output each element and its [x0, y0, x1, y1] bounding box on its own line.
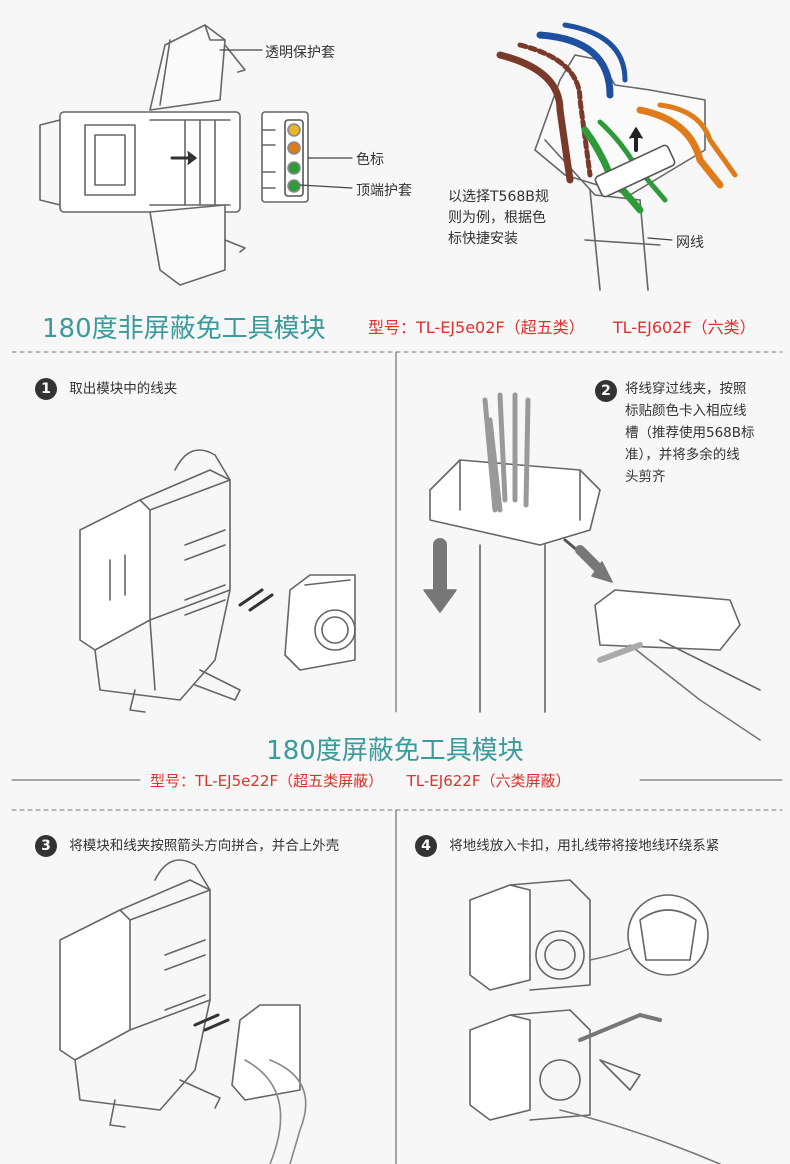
step4-number: 4 [415, 835, 437, 857]
step2-line: 准），并将多余的线 [625, 447, 740, 463]
top-module-drawing [39, 24, 353, 286]
step3-drawing [59, 859, 307, 1164]
step1-text: 取出模块中的线夹 [69, 381, 178, 397]
model-prefix: 型号： [150, 772, 196, 790]
model-b: TL-EJ602F（六类） [612, 318, 756, 337]
step1-number: 1 [35, 378, 57, 400]
note-line: 则为例，根据色 [448, 210, 546, 226]
step2-drawing [423, 392, 761, 741]
section2-title: 180度屏蔽免工具模块 [266, 736, 524, 766]
note-line: 标快捷安装 [448, 231, 518, 247]
step2-line: 标贴颜色卡入相应线 [625, 403, 747, 419]
step4: 4 将地线放入卡扣，用扎线带将接地线环绕系紧 [415, 835, 719, 857]
step2-number-wrap: 2 [595, 380, 617, 402]
step1: 1 取出模块中的线夹 [35, 378, 177, 400]
step2-line: 将线穿过线夹，按照 [625, 381, 747, 397]
step3-text: 将模块和线夹按照箭头方向拼合，并合上外壳 [69, 838, 340, 854]
model-a: TL-EJ5e02F（超五类） [416, 318, 585, 337]
section2-model: 型号：TL-EJ5e22F（超五类屏蔽） TL-EJ622F（六类屏蔽） [150, 770, 570, 791]
callout-network-cable: 网线 [676, 235, 704, 251]
model-prefix: 型号： [368, 318, 417, 337]
model-a: TL-EJ5e22F（超五类屏蔽） [195, 772, 384, 790]
step3-number: 3 [35, 835, 57, 857]
callout-top-cover: 顶端护套 [356, 183, 412, 199]
callout-transparent-cover: 透明保护套 [265, 45, 335, 61]
note-line: 以选择T568B规 [448, 189, 549, 205]
step1-drawing [79, 449, 356, 713]
step2-number: 2 [595, 380, 617, 402]
step2-line: 槽（推荐使用568B标 [625, 425, 755, 441]
step3: 3 将模块和线夹按照箭头方向拼合，并合上外壳 [35, 835, 339, 857]
step4-text: 将地线放入卡扣，用扎线带将接地线环绕系紧 [449, 838, 720, 854]
step4-drawing [469, 879, 721, 1164]
section1-title: 180度非屏蔽免工具模块 [42, 314, 326, 344]
model-b: TL-EJ622F（六类屏蔽） [406, 772, 571, 790]
callout-color-code: 色标 [356, 152, 384, 168]
step2-text: 将线穿过线夹，按照 标贴颜色卡入相应线 槽（推荐使用568B标 准），并将多余的… [625, 378, 755, 488]
top-wire-drawing [496, 22, 738, 291]
step2-line: 头剪齐 [625, 469, 666, 485]
t568b-note: 以选择T568B规 则为例，根据色 标快捷安装 [448, 187, 549, 250]
section1-model: 型号：TL-EJ5e02F（超五类） TL-EJ602F（六类） [368, 314, 756, 338]
